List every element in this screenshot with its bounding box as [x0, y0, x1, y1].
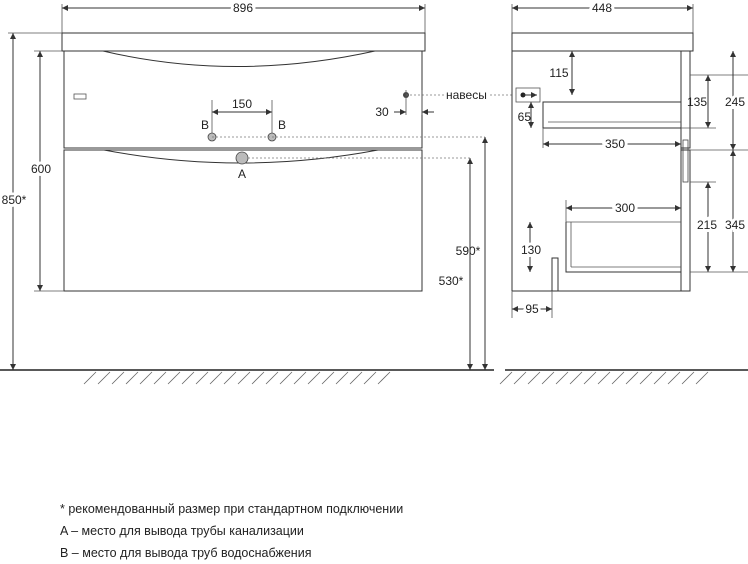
dim-300-label: 300	[615, 201, 635, 215]
floor-hatch-front	[83, 371, 391, 385]
note-drain: A – место для вывода трубы канализации	[60, 524, 304, 538]
height-850-label: 850*	[2, 193, 27, 207]
floor-hatch-stroke	[597, 371, 611, 385]
side-view: 448 навесы 115 65 350 135	[444, 0, 748, 385]
dim-345-label: 345	[725, 218, 745, 232]
hinges-label: навесы	[446, 88, 487, 102]
drain-pipe	[235, 151, 249, 165]
floor-hatch-stroke	[97, 371, 111, 385]
height-530-label: 530*	[439, 274, 464, 288]
label-b-right: B	[278, 118, 286, 132]
lower-drawer	[63, 149, 423, 292]
floor-hatch-stroke	[209, 371, 223, 385]
floor-hatch-stroke	[195, 371, 209, 385]
offset-30-label: 30	[375, 105, 389, 119]
dim-215-label: 215	[697, 218, 717, 232]
floor-hatch-stroke	[237, 371, 251, 385]
dim-130-label: 130	[521, 243, 541, 257]
floor-hatch-stroke	[279, 371, 293, 385]
floor-hatch-stroke	[695, 371, 709, 385]
floor-hatch-stroke	[681, 371, 695, 385]
dim-95-label: 95	[525, 302, 539, 316]
floor-hatch-stroke	[639, 371, 653, 385]
dim-115-label: 115	[549, 66, 568, 80]
floor-hatch-stroke	[653, 371, 667, 385]
dim-350-label: 350	[605, 137, 625, 151]
side-top-slab	[511, 32, 694, 52]
floor-hatch-stroke	[377, 371, 391, 385]
label-b-left: B	[201, 118, 209, 132]
floor-hatch-stroke	[349, 371, 363, 385]
floor-hatch-stroke	[667, 371, 681, 385]
label-a: A	[238, 167, 246, 181]
floor-hatch-stroke	[583, 371, 597, 385]
front-view: 896 30 150 B B A	[0, 0, 512, 385]
front-width-label: 896	[233, 1, 253, 15]
side-depth-label: 448	[592, 1, 612, 15]
floor-hatch-stroke	[513, 371, 527, 385]
floor-hatch-stroke	[167, 371, 181, 385]
side-lower-front	[680, 149, 691, 292]
floor-hatch-stroke	[223, 371, 237, 385]
floor-hatch-stroke	[307, 371, 321, 385]
upper-drawer-box	[542, 101, 682, 129]
floor-hatch-side	[499, 371, 709, 385]
height-590-label: 590*	[456, 244, 481, 258]
floor-hatch-stroke	[83, 371, 97, 385]
floor-hatch-stroke	[499, 371, 513, 385]
floor-hatch-stroke	[125, 371, 139, 385]
floor-hatch-stroke	[293, 371, 307, 385]
floor-hatch-stroke	[625, 371, 639, 385]
floor-hatch-stroke	[569, 371, 583, 385]
floor-hatch-stroke	[555, 371, 569, 385]
dim-65-label: 65	[518, 110, 532, 124]
floor-hatch-stroke	[335, 371, 349, 385]
note-water: B – место для вывода труб водоснабжения	[60, 546, 312, 560]
side-upper-front	[680, 50, 691, 149]
floor-hatch-stroke	[139, 371, 153, 385]
floor-hatch-stroke	[181, 371, 195, 385]
floor-hatch-stroke	[153, 371, 167, 385]
floor-hatch-stroke	[527, 371, 541, 385]
floor-hatch-stroke	[611, 371, 625, 385]
floor-hatch-stroke	[541, 371, 555, 385]
lower-drawer-box	[565, 222, 681, 273]
countertop	[61, 32, 426, 52]
dim-245-label: 245	[725, 95, 745, 109]
pipe-spacing-label: 150	[232, 97, 252, 111]
handle-marker	[73, 93, 87, 100]
floor-hatch-stroke	[363, 371, 377, 385]
floor-hatch-stroke	[111, 371, 125, 385]
floor-hatch-stroke	[265, 371, 279, 385]
floor-hatch-stroke	[321, 371, 335, 385]
floor-hatch-stroke	[251, 371, 265, 385]
dim-135-label: 135	[687, 95, 707, 109]
note-recommended: * рекомендованный размер при стандартном…	[60, 502, 404, 516]
basin-curve	[102, 50, 376, 67]
height-600-label: 600	[31, 162, 51, 176]
legend-notes: * рекомендованный размер при стандартном…	[60, 498, 403, 564]
